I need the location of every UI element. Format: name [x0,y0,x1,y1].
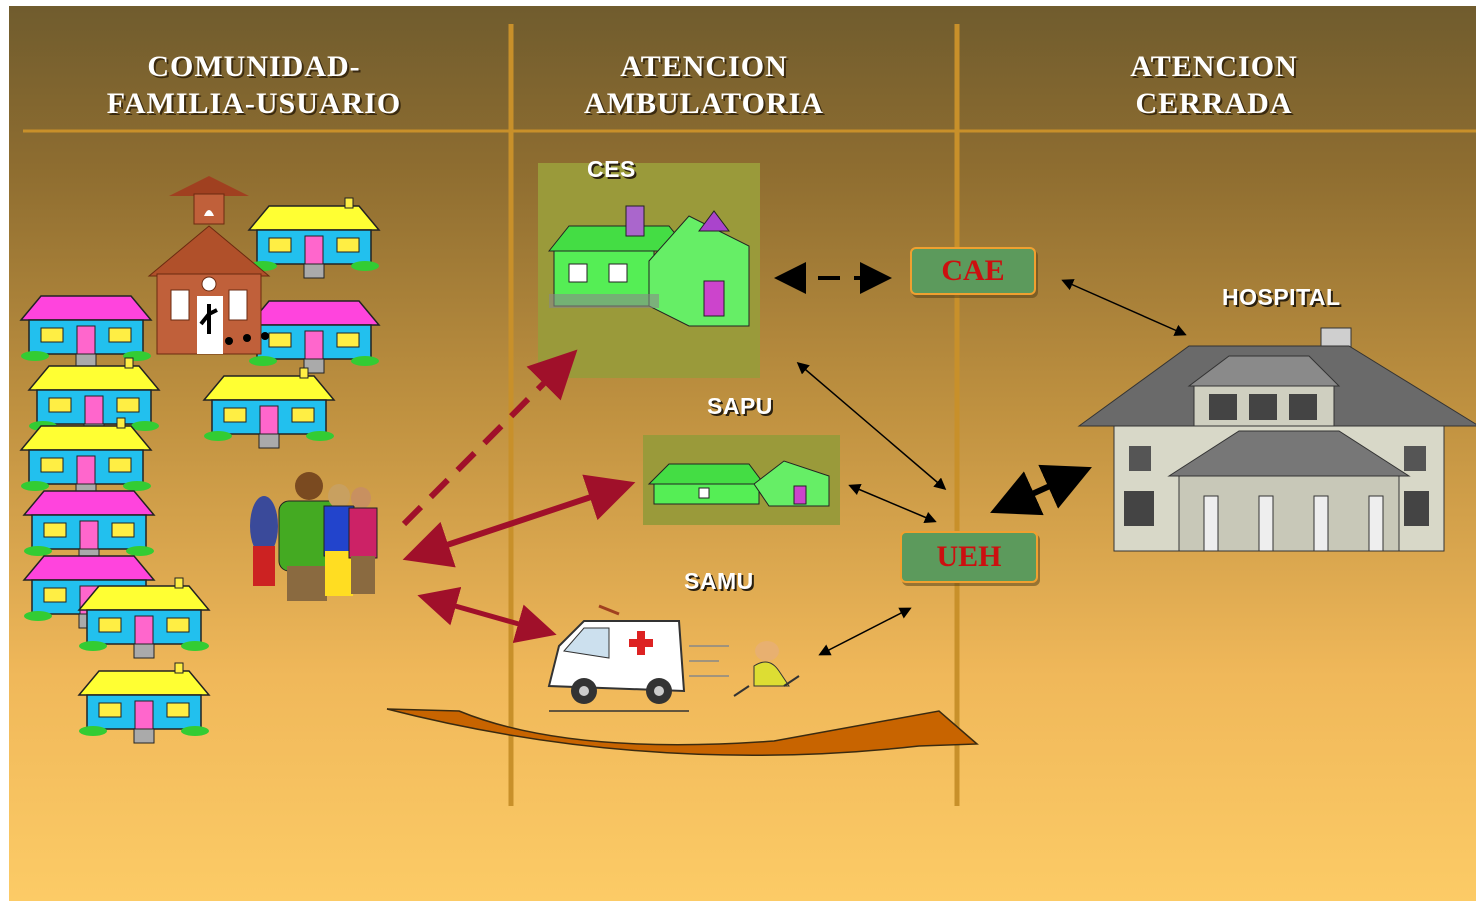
cae-hospital-arrow [1061,279,1187,336]
column-title-community-line1: COMUNIDAD- [147,50,361,83]
column-title-ambulatory-line1: ATENCION [620,50,788,83]
ces-ueh-arrow [796,362,947,490]
sapu-ueh-arrow [848,483,937,524]
column-title-community: COMUNIDAD- FAMILIA-USUARIO [64,48,444,122]
column-title-closed: ATENCION CERRADA [1024,48,1404,122]
hospital-label: HOSPITAL [1222,284,1341,310]
diagram-slide: COMUNIDAD- FAMILIA-USUARIO ATENCION AMBU… [9,6,1476,901]
health-center-icon [547,205,750,327]
column-title-closed-line2: CERRADA [1135,87,1293,120]
ueh-box: UEH [900,531,1038,583]
family-samu-arrow [417,586,557,644]
column-title-ambulatory-line2: AMBULATORIA [584,87,824,120]
family-ces-arrow [401,349,578,527]
ueh-hospital-arrow [990,464,1092,516]
flow-arrows [386,262,1187,756]
clinic-icon [647,460,830,507]
church-icon [147,176,271,355]
diagram-graphics [20,24,1476,806]
curved-flow-arrow [386,708,979,756]
family-icon [250,472,378,601]
column-title-community-line2: FAMILIA-USUARIO [106,87,402,120]
ces-label: CES [587,156,636,182]
samu-label: SAMU [684,568,754,594]
samu-ueh-arrow [818,607,912,656]
hospital-icon [1077,327,1476,552]
family-sapu-arrow [402,474,636,568]
ambulance-icon [547,604,800,712]
column-title-closed-line1: ATENCION [1130,50,1298,83]
column-title-ambulatory: ATENCION AMBULATORIA [514,48,894,122]
cae-box: CAE [910,247,1036,295]
sapu-label: SAPU [707,393,773,419]
